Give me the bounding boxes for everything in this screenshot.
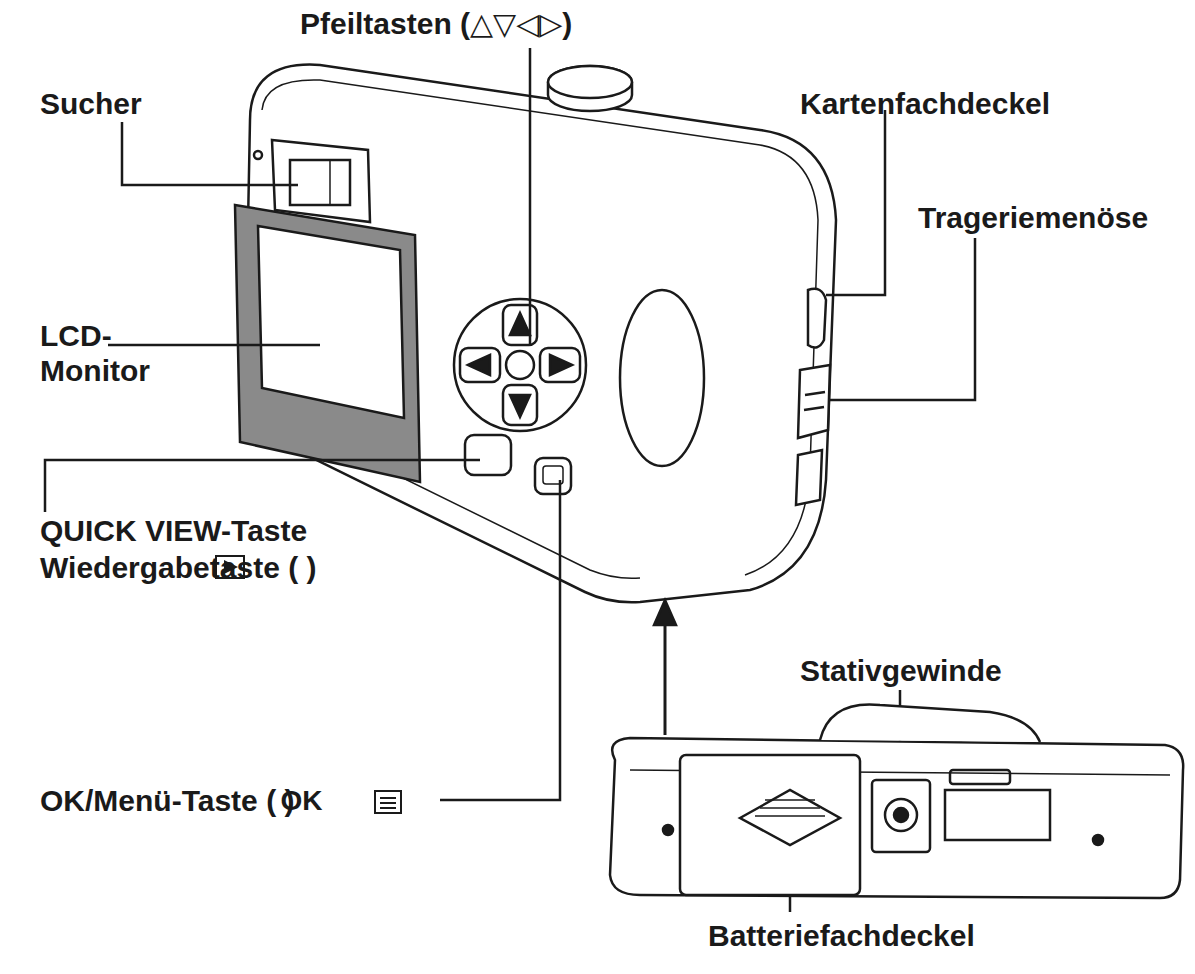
view-arrow-head [654,600,676,625]
leader-line [45,460,480,512]
part-label: OK [280,783,322,818]
part-label: Batteriefachdeckel [708,918,1028,953]
dpad-up [503,305,537,345]
menu-icon-frame [375,791,401,813]
part-label: OK/Menü-Taste ( ) [40,783,294,818]
part-label: Sucher [40,86,240,121]
leader-line [122,122,298,185]
camera-body [245,65,836,603]
dpad-left-arrow [468,355,490,375]
tripod-plate [872,780,930,852]
screw [1093,835,1103,845]
dpad-ring [454,299,586,431]
viewfinder [272,140,370,222]
view-arrow [664,622,667,735]
leader-line [529,48,532,345]
part-label: Trageriemenöse [918,200,1188,235]
viewfinder-window [290,160,350,205]
battery-ridge [765,799,815,801]
part-label: Pfeiltasten (△▽◁▷) [300,6,720,41]
dpad-down [503,385,537,425]
led [254,151,262,159]
bottom-label-plate [945,790,1050,840]
menu-icon-line [380,807,396,809]
part-label: Kartenfachdeckel [800,86,1100,121]
battery-ridge [755,815,825,817]
viewfinder-line [329,160,331,205]
grip [620,290,704,466]
leader-lines [45,48,975,912]
strap-slot [805,392,825,395]
card-cover [808,289,826,348]
quickview-button [465,435,511,475]
menu-icon-line [380,797,396,799]
dpad-left [460,348,500,382]
tripod-socket [885,799,917,831]
strap-eyelet [798,365,830,438]
shutter-button [548,66,632,111]
part-label: Wiedergabetaste ( ) [40,550,380,585]
dpad-center [506,351,534,379]
lcd-frame [235,205,420,482]
leader-line [826,110,885,295]
bottom-slot [950,770,1010,784]
leader-line [828,238,975,400]
part-label: Stativgewinde [800,653,1060,688]
leader-line [108,344,320,347]
dpad-down-arrow [510,395,530,417]
strap-slot [804,407,824,410]
part-label: LCD- Monitor [40,318,180,388]
menu-icon-line [380,802,396,804]
leader-line [440,480,560,800]
dpad-up-arrow [510,313,530,335]
dpad-right-arrow [550,355,572,375]
shutter-top [548,66,632,98]
tripod-socket-inner [894,808,908,822]
part-label: QUICK VIEW-Taste [40,513,360,548]
battery-ridge [760,807,820,809]
dpad-right [540,348,580,382]
bottom-view-shutter [820,704,1040,742]
ok-button [535,458,571,494]
screw [663,825,673,835]
battery-latch [740,790,840,845]
side-clip [796,450,822,505]
bottom-view-body [610,738,1183,898]
lcd-screen [258,226,404,418]
battery-cover [680,755,860,895]
